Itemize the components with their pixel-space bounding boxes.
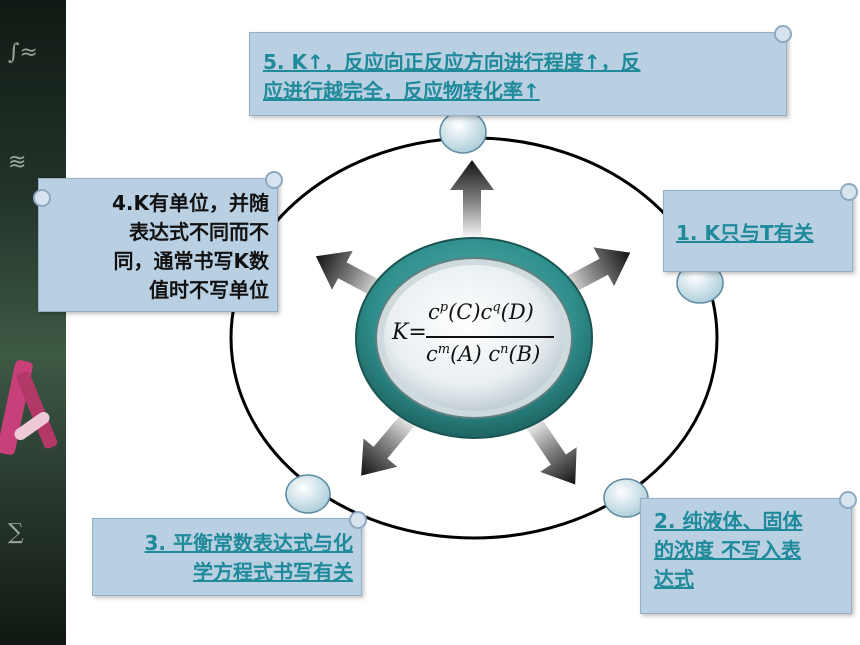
scroll-curl-icon [265,171,283,189]
box-3-line-2[interactable]: 学方程式书写有关 [193,560,353,584]
box-4[interactable]: 4.K有单位，并随 表达式不同而不 同，通常书写K数 值时不写单位 [33,171,283,312]
arrow-down-left [361,408,420,476]
arrow-up [450,160,494,240]
box-5[interactable]: 5. K↑，反应向正反应方向进行程度↑，反 应进行越完全，反应物转化率↑ [249,25,792,116]
chalkboard-background: ∫≈ ≋ ∑ [0,0,66,645]
box-4-line-2: 表达式不同而不 [129,220,269,244]
chalk-scribble: ≋ [8,150,27,175]
box-3[interactable]: 3. 平衡常数表达式与化 学方程式书写有关 [92,511,367,596]
formula-denominator: cm(A) cn(B) [426,342,541,366]
box-4-line-1: 4.K有单位，并随 [111,191,269,215]
box-4-line-3: 同，通常书写K数 [113,249,270,273]
scroll-curl-icon [839,491,857,509]
box-3-line-1[interactable]: 3. 平衡常数表达式与化 [144,531,353,555]
chalk-scribble: ∑ [8,520,24,545]
node-top [439,110,487,154]
box-2-line-2[interactable]: 的浓度 不写入表 [654,538,801,562]
center-disc [384,265,564,411]
scroll-curl-icon [33,189,51,207]
arrow-down-right [522,413,577,485]
node-bottom-left [285,474,331,514]
chalk-scribble: ∫≈ [8,40,38,65]
scroll-curl-icon [774,25,792,43]
equilibrium-constant-formula: K= cp(C)cq(D) cm(A) cn(B) [388,298,558,378]
fraction-bar [426,336,554,338]
box-2-line-1[interactable]: 2. 纯液体、固体 [654,509,803,533]
box-1-line-1[interactable]: 1. K只与T有关 [676,221,814,245]
scroll-curl-icon [349,511,367,529]
formula-lhs: K= [392,320,427,345]
formula-numerator: cp(C)cq(D) [428,300,534,324]
box-1[interactable]: 1. K只与T有关 [663,183,858,272]
box-2[interactable]: 2. 纯液体、固体 的浓度 不写入表 达式 [640,491,857,614]
box-4-line-4: 值时不写单位 [149,278,269,302]
box-5-line-1[interactable]: 5. K↑，反应向正反应方向进行程度↑，反 [263,50,641,74]
scroll-curl-icon [840,183,858,201]
box-5-line-2[interactable]: 应进行越完全，反应物转化率↑ [263,79,540,103]
box-2-line-3[interactable]: 达式 [654,567,694,591]
